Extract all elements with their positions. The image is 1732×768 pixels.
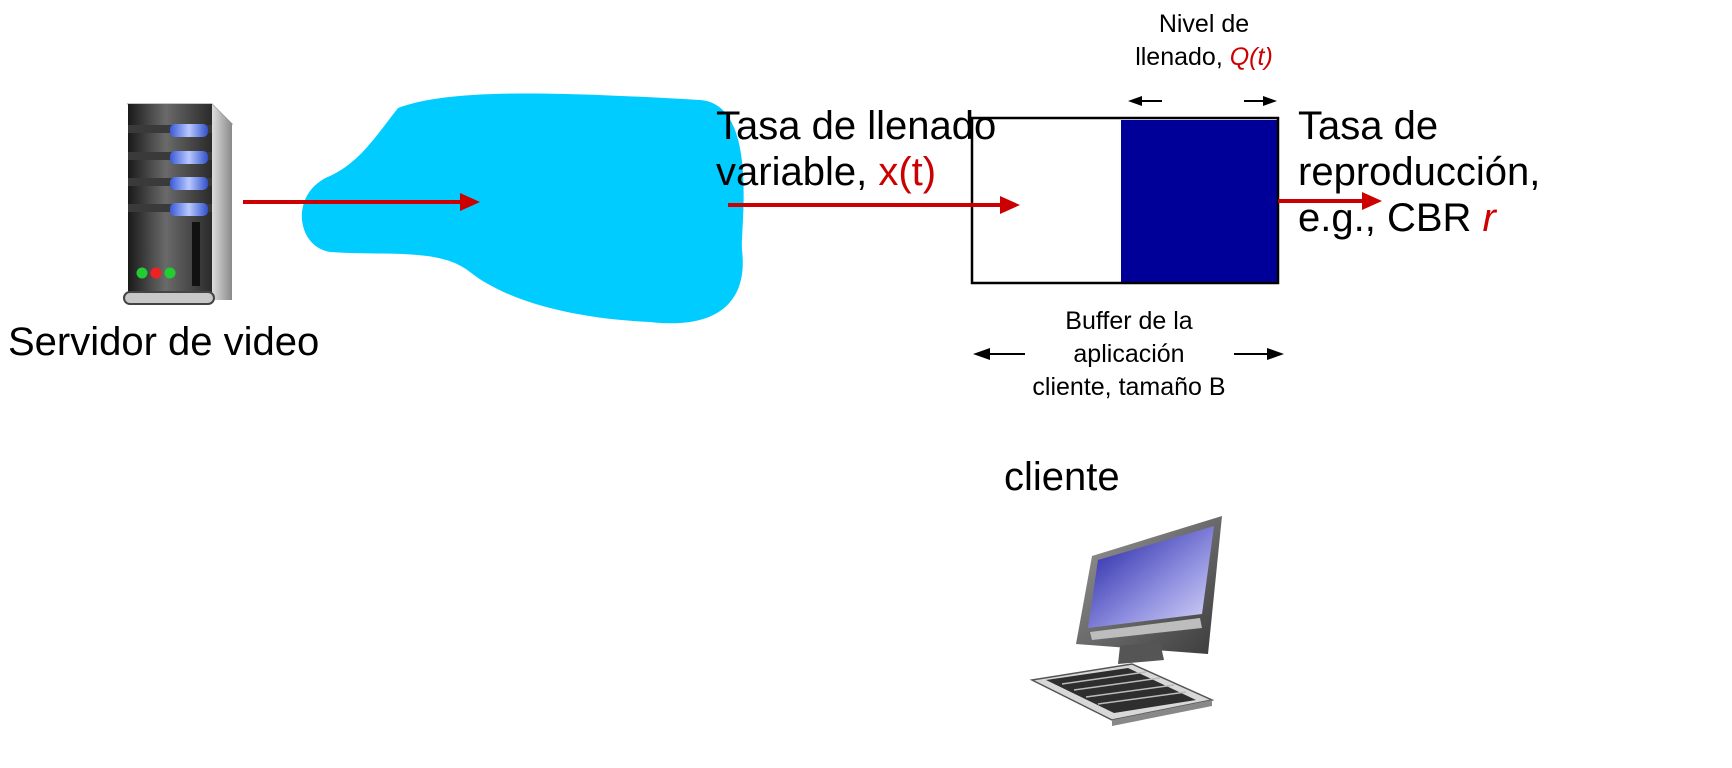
server-label: Servidor de video xyxy=(8,320,320,364)
fill-level-arrows xyxy=(1128,96,1277,106)
client-buffer xyxy=(970,116,1280,285)
fill-level-line2-text: llenado, xyxy=(1135,43,1230,71)
playout-symbol: r xyxy=(1482,196,1496,240)
server-icon xyxy=(123,103,234,305)
playout-line2: reproducción, xyxy=(1298,150,1541,194)
playout-line3-text: e.g., CBR xyxy=(1298,196,1483,240)
fill-rate-symbol: x(t) xyxy=(878,150,937,194)
buffer-size-arrows xyxy=(973,348,1284,360)
arrow-server-to-network xyxy=(243,193,480,211)
fill-level-symbol: Q(t) xyxy=(1229,43,1273,71)
buffer-label: Buffer de la aplicación cliente, tamaño … xyxy=(1004,305,1254,404)
buffer-fill-level xyxy=(1121,120,1278,283)
fill-level-line1: Nivel de xyxy=(1158,10,1250,38)
fill-rate-label: Tasa de llenado variable, x(t) xyxy=(716,103,996,195)
playout-line1: Tasa de xyxy=(1298,104,1439,148)
playout-line3: e.g., CBR r xyxy=(1298,195,1540,241)
arrow-buffer-to-playout xyxy=(1278,192,1382,210)
network-cloud-icon xyxy=(301,93,744,324)
buffer-line2: aplicación xyxy=(1073,340,1185,368)
fill-rate-line2: variable, x(t) xyxy=(716,149,996,195)
fill-rate-line2-text: variable, xyxy=(716,150,879,194)
buffer-line3: cliente, tamaño B xyxy=(1032,373,1226,401)
buffer-line1: Buffer de la xyxy=(1065,307,1193,335)
fill-level-label: Nivel de llenado, Q(t) xyxy=(1098,8,1310,74)
playout-rate-label: Tasa de reproducción, e.g., CBR r xyxy=(1298,103,1540,241)
client-label: cliente xyxy=(1004,455,1120,499)
fill-rate-line1: Tasa de llenado xyxy=(716,104,997,148)
arrow-network-to-buffer xyxy=(728,196,1020,214)
fill-level-line2: llenado, Q(t) xyxy=(1098,41,1310,74)
desktop-computer-icon xyxy=(1029,516,1222,726)
